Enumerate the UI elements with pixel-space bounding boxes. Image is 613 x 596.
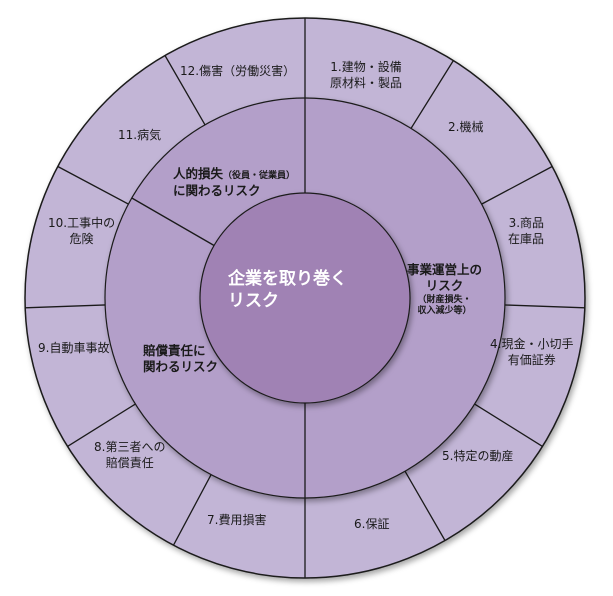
business-line-2: リスク [425,278,464,294]
outer-divider-6 [402,467,446,541]
outer-divider-3 [477,165,553,207]
outer-label-11-line-1: 11.病気 [118,128,162,142]
outer-label-8-line-1: 8.第三者への [94,440,166,454]
outer-label-3-line-1: 3.商品 [508,216,545,230]
center-title: 企業を取り巻く リスク [228,268,347,312]
middle-divider-3 [131,197,215,247]
outer-label-8-line-2: 賠償責任 [105,455,154,470]
outer-label-10-line-2: 危険 [69,231,94,246]
center-line-1: 企業を取り巻く [228,269,347,289]
outer-divider-9 [67,401,140,447]
center-line-2: リスク [228,291,279,312]
middle-business: 事業運営上の リスク （財産損失・ 収入減少等） [407,262,482,318]
personnel-line-1: 人的損失 [173,166,224,181]
liability-line-1: 賠償責任に [143,343,206,358]
outer-label-11: 11.病気 [118,128,161,144]
outer-label-7: 7.費用損害 [207,513,266,529]
outer-label-7-line-1: 7.費用損害 [207,513,267,527]
outer-label-3-line-2: 在庫品 [508,231,545,246]
outer-label-1-line-1: 1.建物・設備 [330,60,402,74]
outer-divider-10 [25,304,110,309]
outer-divider-11 [57,165,133,207]
outer-label-3: 3.商品 在庫品 [508,216,544,247]
outer-label-2-line-1: 2.機械 [448,120,484,134]
outer-divider-8 [172,470,214,546]
outer-label-12: 12.傷害（労働災害） [180,64,295,80]
outer-label-6-line-1: 6.保証 [354,517,390,531]
business-line-3: （財産損失・ [417,294,472,305]
personnel-line-2: に関わるリスク [173,182,261,198]
outer-divider-5 [470,401,543,447]
outer-label-10: 10.工事中の 危険 [48,216,115,247]
outer-label-4: 4.現金・小切手 有価証券 [490,337,573,368]
liability-line-2: 関わるリスク [143,359,219,375]
outer-label-1-line-2: 原材料・製品 [330,75,403,90]
middle-personnel: 人的損失（役員・従業員） に関わるリスク [173,166,295,199]
business-line-1: 事業運営上の [407,262,483,277]
middle-dividers [131,98,306,498]
outer-label-9-line-1: 9.自動車事故 [38,341,110,355]
outer-divider-12 [164,55,208,129]
outer-label-6: 6.保証 [354,517,389,533]
outer-label-5-line-1: 5.特定の動産 [442,449,514,463]
outer-dividers [25,18,585,578]
center-circle [199,192,411,404]
personnel-line-1-small: （役員・従業員） [223,171,296,181]
outer-divider-4 [500,304,585,309]
business-line-4: 収入減少等） [417,306,472,317]
outer-label-9: 9.自動車事故 [38,341,109,357]
outer-label-8: 8.第三者への 賠償責任 [94,440,165,471]
middle-liability: 賠償責任に 関わるリスク [143,343,218,376]
outer-label-2: 2.機械 [448,120,483,136]
outer-divider-2 [408,60,454,133]
outer-label-10-line-1: 10.工事中の [48,216,116,230]
outer-label-12-line-1: 12.傷害（労働災害） [180,64,296,78]
outer-label-4-line-2: 有価証券 [507,352,556,367]
outer-label-1: 1.建物・設備 原材料・製品 [330,60,402,91]
outer-label-5: 5.特定の動産 [442,449,513,465]
outer-label-4-line-1: 4.現金・小切手 [490,337,574,351]
